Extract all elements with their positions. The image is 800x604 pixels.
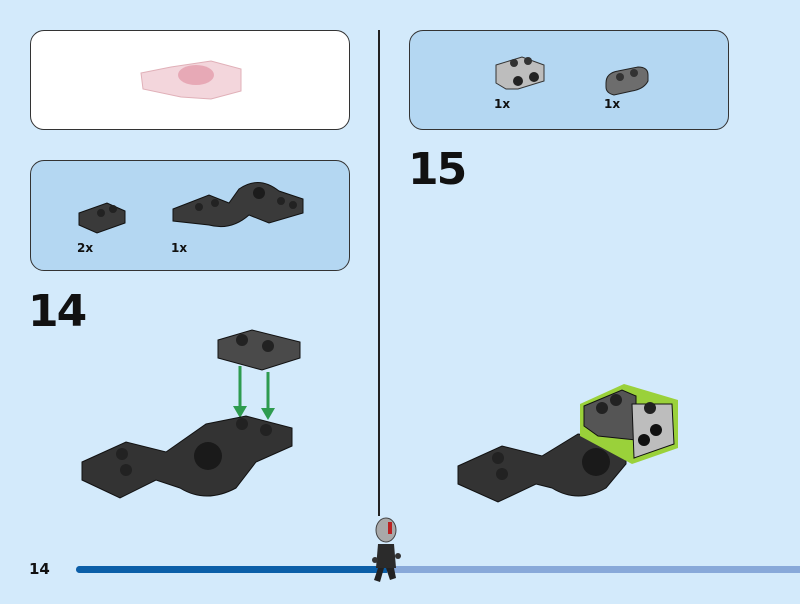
submodel-preview-box xyxy=(30,30,350,130)
part-quantity: 1x xyxy=(604,97,621,111)
part-quantity: 2x xyxy=(77,241,94,255)
step-number: 14 xyxy=(28,286,87,337)
step-15-assembly-image xyxy=(457,384,678,503)
curved-plate-part-image xyxy=(172,182,304,228)
bracket-part-image xyxy=(495,56,545,90)
page-number: 14 xyxy=(29,560,50,578)
progress-bar-fill xyxy=(76,566,388,573)
step-14-assembly-image xyxy=(81,329,301,499)
clip-plate-part-image xyxy=(78,202,126,234)
parts-list-step-14: 2x 1x xyxy=(30,160,350,271)
parts-list-step-15: 1x 1x xyxy=(409,30,729,130)
progress-bar xyxy=(76,566,800,573)
minifigure-progress-marker-icon xyxy=(372,517,401,582)
part-quantity: 1x xyxy=(171,241,188,255)
step-number: 15 xyxy=(408,144,467,195)
submodel-model-image xyxy=(140,60,242,100)
step-divider xyxy=(378,30,380,516)
rounded-plate-part-image xyxy=(605,66,649,96)
part-quantity: 1x xyxy=(494,97,511,111)
